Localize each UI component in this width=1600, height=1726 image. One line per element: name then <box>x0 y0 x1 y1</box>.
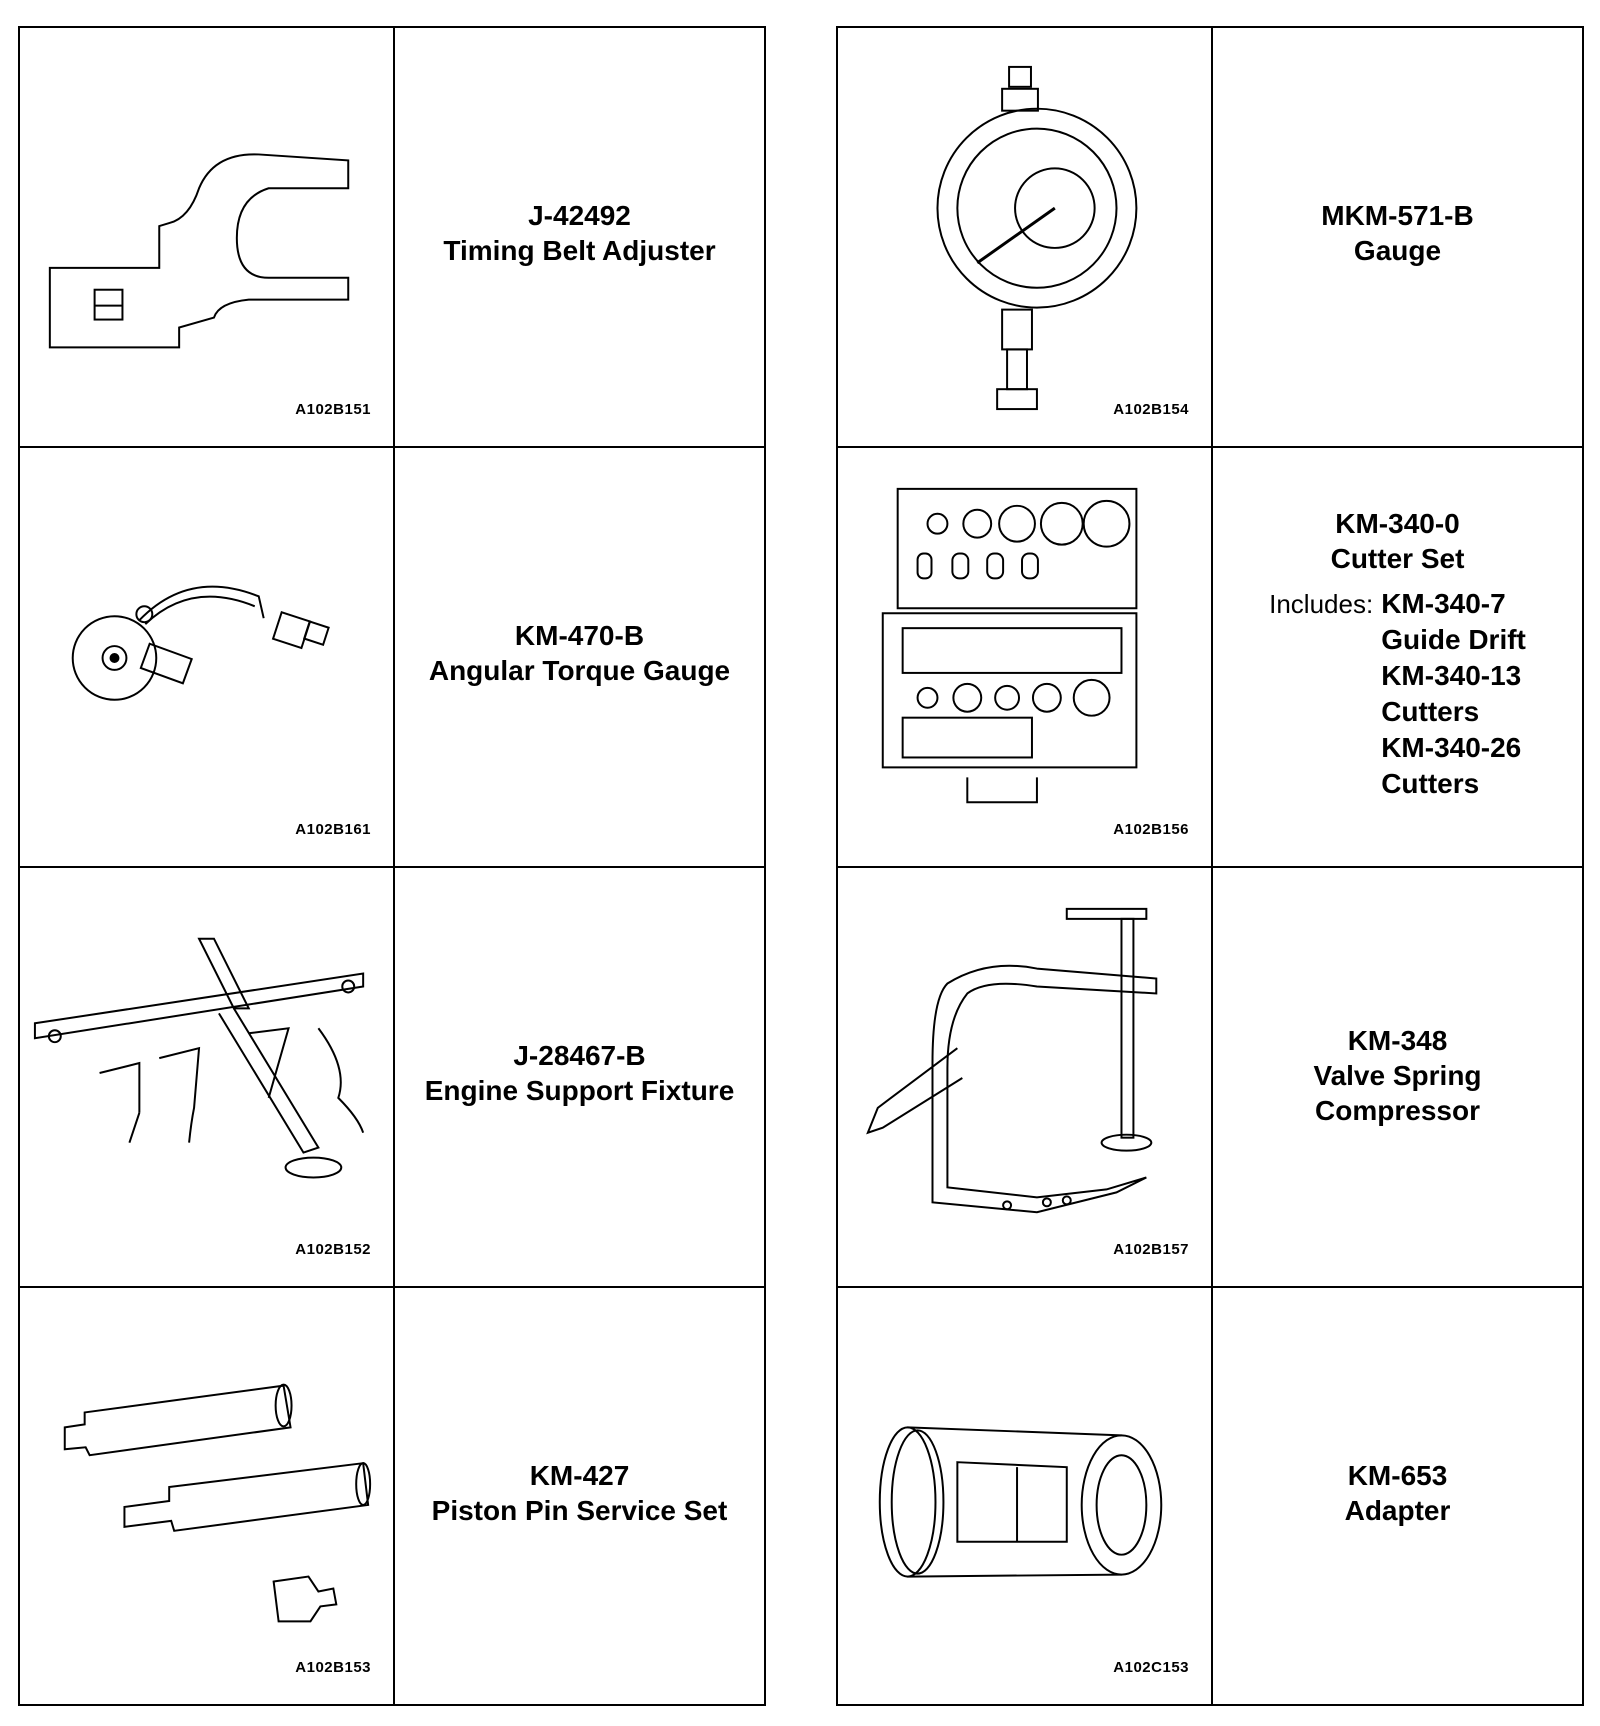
figure-id: A102B152 <box>295 1241 371 1258</box>
tool-number: J-42492 <box>528 200 631 231</box>
figure-id: A102B154 <box>1113 401 1189 418</box>
tool-name: Timing Belt Adjuster <box>443 235 716 266</box>
tool-name: Cutter Set <box>1330 543 1465 574</box>
tool-number: KM-340-0 <box>1335 508 1460 539</box>
includes-list: Includes: KM-340-7 Guide Drift KM-340-13… <box>1269 586 1526 802</box>
included-item: KM-340-13 <box>1381 660 1522 691</box>
included-items: KM-340-7 Guide Drift KM-340-13 Cutters K… <box>1381 586 1526 802</box>
tool-row: A102B156 KM-340-0 Cutter Set Includes: K… <box>838 448 1582 868</box>
tool-description: KM-427 Piston Pin Service Set <box>395 1288 764 1704</box>
tool-name-line-2: Compressor <box>1315 1095 1480 1126</box>
included-item: Guide Drift <box>1381 624 1526 655</box>
figure-id: A102B153 <box>295 1659 371 1676</box>
angular-torque-gauge-illustration <box>71 585 330 701</box>
tool-row: A102B153 KM-427 Piston Pin Service Set <box>20 1288 764 1704</box>
adapter-illustration <box>878 1426 1163 1578</box>
tool-illustration-cell: A102B152 <box>20 868 395 1286</box>
tool-number: MKM-571-B <box>1321 200 1474 231</box>
left-tool-table: A102B151 J-42492 Timing Belt Adjuster <box>18 26 766 1706</box>
tool-number: J-28467-B <box>513 1040 646 1071</box>
tool-illustration-cell: A102B151 <box>20 28 395 446</box>
engine-support-fixture-illustration <box>33 937 365 1179</box>
tool-illustration-cell: A102C153 <box>838 1288 1213 1704</box>
tool-number: KM-427 <box>529 1460 630 1491</box>
tool-name: Adapter <box>1344 1495 1451 1526</box>
piston-pin-service-set-illustration <box>63 1383 372 1623</box>
tool-description: KM-653 Adapter <box>1213 1288 1582 1704</box>
included-item: KM-340-7 <box>1381 588 1506 619</box>
included-item: Cutters <box>1381 768 1480 799</box>
tool-description: KM-340-0 Cutter Set Includes: KM-340-7 G… <box>1213 448 1582 866</box>
tool-number: KM-653 <box>1347 1460 1448 1491</box>
figure-id: A102B161 <box>295 821 371 838</box>
tool-name: Gauge <box>1353 235 1442 266</box>
tool-illustration-cell: A102B157 <box>838 868 1213 1286</box>
figure-id: A102C153 <box>1113 1659 1189 1676</box>
tool-illustration-cell: A102B161 <box>20 448 395 866</box>
timing-belt-adjuster-illustration <box>48 153 350 349</box>
tool-illustration-cell: A102B153 <box>20 1288 395 1704</box>
tool-number: KM-348 <box>1347 1025 1448 1056</box>
tool-row: A102B157 KM-348 Valve Spring Compressor <box>838 868 1582 1288</box>
included-item: KM-340-26 <box>1381 732 1522 763</box>
figure-id: A102B156 <box>1113 821 1189 838</box>
dial-gauge-illustration <box>936 65 1138 411</box>
figure-id: A102B151 <box>295 401 371 418</box>
tool-description: KM-470-B Angular Torque Gauge <box>395 448 764 866</box>
tool-number: KM-470-B <box>514 620 645 651</box>
tool-row: A102B151 J-42492 Timing Belt Adjuster <box>20 28 764 448</box>
includes-label: Includes: <box>1269 589 1374 619</box>
tool-description: KM-348 Valve Spring Compressor <box>1213 868 1582 1286</box>
tool-description: J-28467-B Engine Support Fixture <box>395 868 764 1286</box>
right-tool-table: A102B154 MKM-571-B Gauge <box>836 26 1584 1706</box>
tool-description: J-42492 Timing Belt Adjuster <box>395 28 764 446</box>
tool-name: Valve Spring <box>1313 1060 1482 1091</box>
included-item: Cutters <box>1381 696 1480 727</box>
tool-description: MKM-571-B Gauge <box>1213 28 1582 446</box>
tool-row: A102B161 KM-470-B Angular Torque Gauge <box>20 448 764 868</box>
tool-name: Engine Support Fixture <box>424 1075 735 1106</box>
tool-row: A102B154 MKM-571-B Gauge <box>838 28 1582 448</box>
tool-illustration-cell: A102B156 <box>838 448 1213 866</box>
tool-row: A102C153 KM-653 Adapter <box>838 1288 1582 1704</box>
tool-illustration-cell: A102B154 <box>838 28 1213 446</box>
tool-row: A102B152 J-28467-B Engine Support Fixtur… <box>20 868 764 1288</box>
figure-id: A102B157 <box>1113 1241 1189 1258</box>
tool-name: Angular Torque Gauge <box>428 655 731 686</box>
valve-spring-compressor-illustration <box>866 907 1158 1214</box>
cutter-set-case-illustration <box>881 487 1138 804</box>
tool-name: Piston Pin Service Set <box>431 1495 728 1526</box>
